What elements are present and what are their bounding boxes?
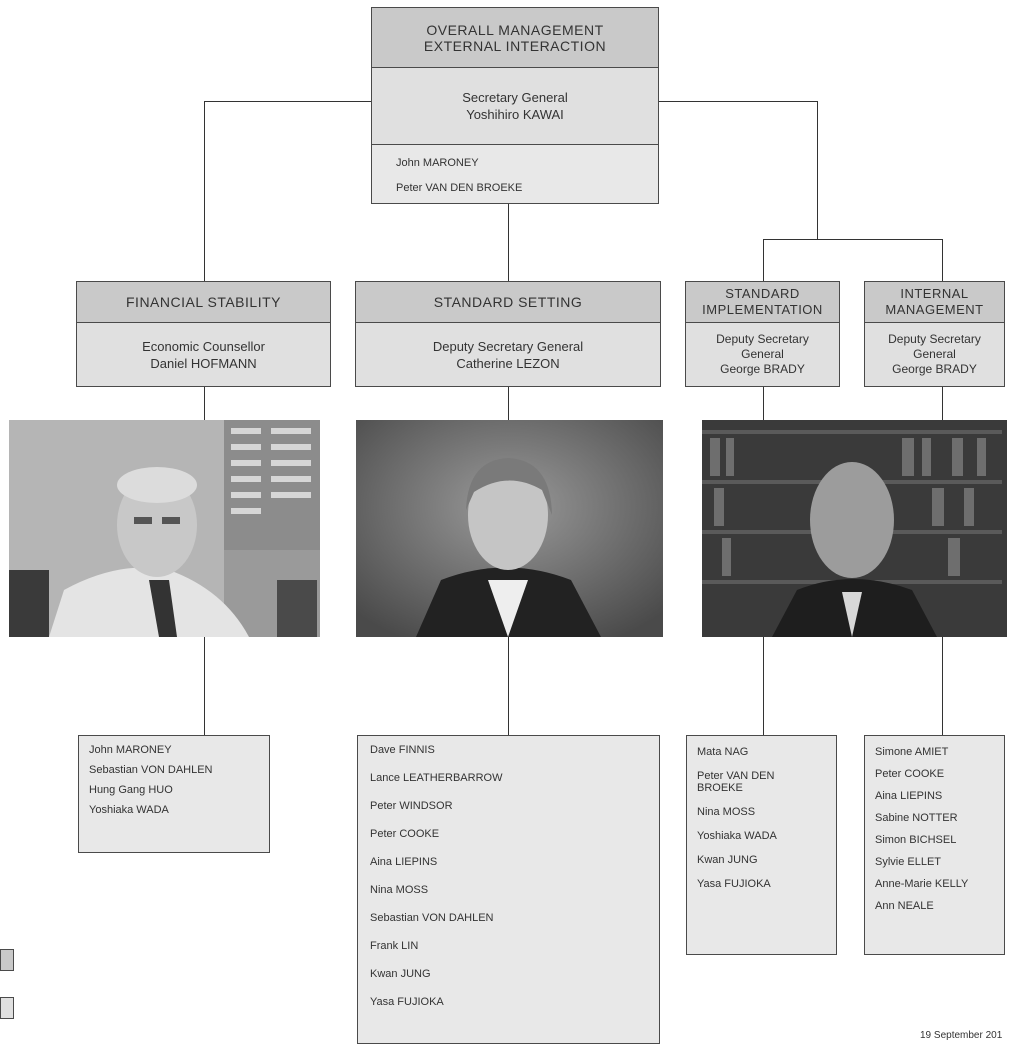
- standard-setting-staff: Dave FINNIS Lance LEATHERBARROW Peter WI…: [357, 735, 660, 1044]
- overall-staff-list: John MARONEY Peter VAN DEN BROEKE: [372, 145, 658, 203]
- secretary-general-role: Secretary General Yoshihiro KAWAI: [372, 68, 658, 145]
- connector: [763, 637, 764, 735]
- connector: [763, 239, 764, 281]
- staff-name: Kwan JUNG: [370, 968, 431, 980]
- staff-name: John MARONEY: [396, 157, 479, 169]
- overall-management-header: OVERALL MANAGEMENT EXTERNAL INTERACTION: [372, 8, 658, 68]
- role-title: Deputy Secretary: [716, 332, 809, 346]
- staff-name: Sylvie ELLET: [875, 856, 942, 868]
- role-name: Daniel HOFMANN: [150, 355, 257, 371]
- role-title: Deputy Secretary: [888, 332, 981, 346]
- staff-name: Aina LIEPINS: [875, 790, 943, 802]
- internal-management-header: INTERNAL MANAGEMENT: [865, 282, 1004, 323]
- portrait-photo-hofmann: [9, 420, 320, 637]
- connector: [763, 239, 943, 240]
- role-title: Deputy Secretary General: [432, 338, 584, 354]
- header-line: INTERNAL: [900, 286, 969, 301]
- portrait-image: [356, 420, 663, 637]
- connector: [508, 637, 509, 735]
- standard-implementation-box: STANDARD IMPLEMENTATION Deputy Secretary…: [685, 281, 840, 387]
- connector: [942, 239, 943, 281]
- connector: [659, 101, 817, 102]
- header-line: FINANCIAL STABILITY: [126, 294, 281, 310]
- staff-name: Simone AMIET: [875, 746, 949, 758]
- header-line: STANDARD SETTING: [433, 294, 583, 310]
- role-title: Secretary General: [462, 90, 568, 105]
- standard-implementation-header: STANDARD IMPLEMENTATION: [686, 282, 839, 323]
- staff-name: Ann NEALE: [875, 900, 934, 912]
- footer-date: 19 September 201: [920, 1030, 1003, 1041]
- staff-name: Sebastian VON DAHLEN: [89, 764, 213, 776]
- staff-name: Yasa FUJIOKA: [370, 996, 444, 1008]
- header-line: IMPLEMENTATION: [702, 302, 823, 317]
- staff-name: Hung Gang HUO: [89, 784, 173, 796]
- staff-name: Nina MOSS: [697, 806, 756, 818]
- financial-stability-box: FINANCIAL STABILITY Economic Counsellor …: [76, 281, 331, 387]
- standard-implementation-staff: Mata NAG Peter VAN DEN BROEKE Nina MOSS …: [686, 735, 837, 955]
- staff-name: Peter COOKE: [875, 768, 945, 780]
- header-line: STANDARD: [725, 286, 800, 301]
- role-name: George BRADY: [892, 362, 977, 376]
- connector: [508, 204, 509, 281]
- staff-name: Peter WINDSOR: [370, 800, 453, 812]
- legend-swatch: [0, 997, 14, 1019]
- role-name: Yoshihiro KAWAI: [466, 107, 564, 122]
- staff-name: Lance LEATHERBARROW: [370, 772, 503, 784]
- staff-name: John MARONEY: [89, 744, 172, 756]
- staff-name: Aina LIEPINS: [370, 856, 438, 868]
- internal-management-staff: Simone AMIET Peter COOKE Aina LIEPINS Sa…: [864, 735, 1005, 955]
- connector: [204, 637, 205, 735]
- economic-counsellor-role: Economic Counsellor Daniel HOFMANN: [77, 323, 330, 386]
- staff-name: Sabine NOTTER: [875, 812, 958, 824]
- financial-stability-header: FINANCIAL STABILITY: [77, 282, 330, 323]
- financial-stability-staff: John MARONEY Sebastian VON DAHLEN Hung G…: [78, 735, 270, 853]
- role-title: General: [741, 347, 784, 361]
- header-line: MANAGEMENT: [885, 302, 984, 317]
- role-title: Economic Counsellor: [142, 338, 265, 354]
- role-name: Catherine LEZON: [456, 355, 560, 371]
- standard-setting-header: STANDARD SETTING: [356, 282, 660, 323]
- staff-name: Peter VAN DEN BROEKE: [396, 182, 523, 194]
- header-line: EXTERNAL INTERACTION: [423, 37, 607, 54]
- staff-name: Yoshiaka WADA: [89, 804, 169, 816]
- legend-swatch: [0, 949, 14, 971]
- connector: [204, 101, 371, 102]
- staff-name: Frank LIN: [370, 940, 419, 952]
- staff-name: Anne-Marie KELLY: [875, 878, 969, 890]
- staff-name: Mata NAG: [697, 746, 749, 758]
- portrait-photo-lezon: [356, 420, 663, 637]
- staff-name: Peter VAN DEN BROEKE: [697, 770, 775, 794]
- connector: [508, 387, 509, 420]
- portrait-image: [9, 420, 320, 637]
- connector: [763, 387, 764, 420]
- staff-name: Nina MOSS: [370, 884, 429, 896]
- deputy-secretary-role: Deputy Secretary General George BRADY: [686, 323, 839, 386]
- role-title: General: [913, 347, 956, 361]
- portrait-photo-brady: [702, 420, 1007, 637]
- deputy-secretary-general-role: Deputy Secretary General Catherine LEZON: [356, 323, 660, 386]
- internal-management-box: INTERNAL MANAGEMENT Deputy Secretary Gen…: [864, 281, 1005, 387]
- connector: [942, 387, 943, 420]
- overall-management-box: OVERALL MANAGEMENT EXTERNAL INTERACTION …: [371, 7, 659, 204]
- staff-name: Peter COOKE: [370, 828, 440, 840]
- staff-name: Sebastian VON DAHLEN: [370, 912, 494, 924]
- header-line: OVERALL MANAGEMENT: [426, 21, 604, 38]
- connector: [942, 637, 943, 735]
- staff-name: Kwan JUNG: [697, 854, 758, 866]
- role-name: George BRADY: [720, 362, 805, 376]
- connector: [817, 101, 818, 239]
- deputy-secretary-role: Deputy Secretary General George BRADY: [865, 323, 1004, 386]
- staff-name: Dave FINNIS: [370, 744, 435, 756]
- staff-name: Yasa FUJIOKA: [697, 878, 771, 890]
- standard-setting-box: STANDARD SETTING Deputy Secretary Genera…: [355, 281, 661, 387]
- portrait-image: [702, 420, 1007, 637]
- connector: [204, 101, 205, 281]
- staff-name: Yoshiaka WADA: [697, 830, 777, 842]
- connector: [204, 387, 205, 420]
- staff-name: Simon BICHSEL: [875, 834, 957, 846]
